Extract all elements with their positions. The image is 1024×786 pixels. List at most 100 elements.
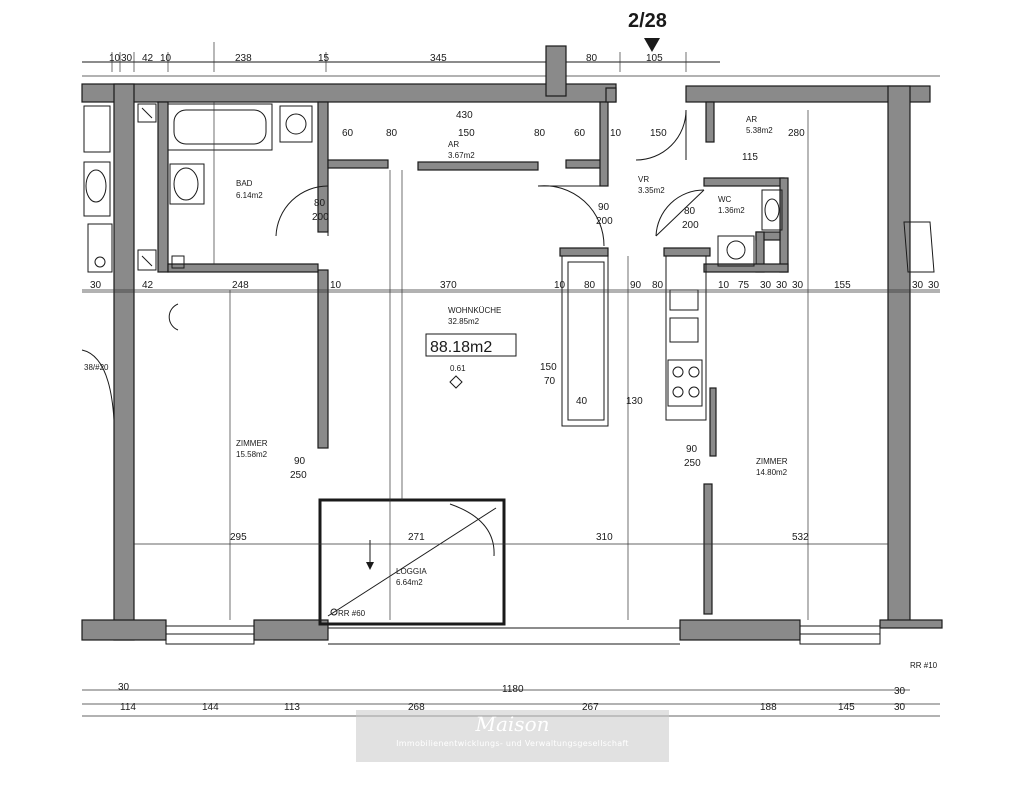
rr-label-left: 38/#20 (84, 363, 109, 372)
dim-bottom-9: 30 (894, 686, 906, 697)
dim-mid-10: 10 (718, 280, 730, 291)
dim-inner: 280 (788, 128, 805, 139)
dim-top-2: 30 (121, 53, 133, 64)
dim-top-7: 345 (430, 53, 447, 64)
dim-mid-17: 30 (928, 280, 940, 291)
dim-inner: 200 (682, 220, 699, 231)
dim-mid-8: 90 (630, 280, 642, 291)
dim-mid-11: 75 (738, 280, 750, 291)
dim-mid-1: 30 (90, 280, 102, 291)
total-area-box: 88.18m2 (425, 333, 517, 357)
watermark-logo: Maison (475, 712, 550, 736)
rr-label-loggia: RR #60 (338, 609, 366, 618)
dim-mid-7: 80 (584, 280, 596, 291)
dim-bottom-8: 145 (838, 702, 855, 713)
dim-inner: 200 (312, 212, 329, 223)
dim-top-3: 42 (142, 53, 154, 64)
dim-inner: 80 (314, 198, 326, 209)
dim-top-8: 80 (586, 53, 598, 64)
room-name-zimmer1: ZIMMER (236, 439, 268, 448)
doors (168, 109, 705, 557)
walls (81, 45, 943, 641)
dim-top-5: 238 (235, 53, 252, 64)
room-area-zimmer1: 15.58m2 (236, 450, 268, 459)
dim-bottom-4: 113 (284, 702, 300, 713)
dimension-labels-inner: 430 60 80 150 80 60 10 150 115 280 80 20… (230, 110, 809, 543)
dim-mid-13: 30 (776, 280, 788, 291)
room-area-ar1: 3.67m2 (448, 151, 475, 160)
dim-bottom-5: 268 (408, 702, 425, 713)
room-name-wc: WC (718, 195, 732, 204)
dim-inner: 150 (540, 362, 557, 373)
room-area-ar2: 5.38m2 (746, 126, 773, 135)
dimension-grid (82, 102, 940, 717)
dim-mid-6: 10 (554, 280, 566, 291)
room-area-vr: 3.35m2 (638, 186, 665, 195)
dim-bottom-1: 30 (118, 682, 130, 693)
dim-top-1: 10 (109, 53, 121, 64)
dim-inner: 250 (684, 458, 701, 469)
dim-inner: 10 (610, 128, 622, 139)
dim-inner: 40 (576, 396, 588, 407)
loggia-outline (318, 498, 680, 645)
dimension-line-top: 10 30 42 10 238 15 345 80 105 (82, 42, 940, 77)
dimension-line-bottom: 1180 30 114 144 113 268 267 188 145 30 3… (118, 682, 906, 713)
room-labels: BAD 6.14m2 AR 3.67m2 AR 5.38m2 VR 3.35m2… (236, 115, 788, 587)
dim-inner: 60 (342, 128, 354, 139)
dim-mid-9: 80 (652, 280, 664, 291)
dim-inner: 90 (294, 456, 306, 467)
dim-mid-3: 248 (232, 280, 249, 291)
watermark-tagline: Immobilienentwicklungs- und Verwaltungsg… (396, 739, 629, 748)
rr-labels: RR #60 RR #10 38/#20 (84, 363, 938, 670)
room-name-bad: BAD (236, 179, 253, 188)
dim-inner: 200 (596, 216, 613, 227)
room-name-wohnkueche: WOHNKÜCHE (448, 306, 501, 315)
dim-inner: 80 (534, 128, 546, 139)
room-area-loggia: 6.64m2 (396, 578, 423, 587)
dim-bottom-2: 114 (120, 702, 136, 713)
dim-inner: 532 (792, 532, 809, 543)
total-area-label: 88.18m2 (430, 339, 492, 356)
room-name-loggia: LOGGIA (396, 567, 427, 576)
dim-bottom-3: 144 (202, 702, 219, 713)
dimension-line-middle: 30 42 248 10 370 10 80 90 80 10 75 30 30… (90, 280, 940, 291)
room-name-vr: VR (638, 175, 649, 184)
dim-inner: 90 (686, 444, 698, 455)
room-area-wc: 1.36m2 (718, 206, 745, 215)
dim-inner: 115 (742, 152, 758, 163)
room-area-zimmer2: 14.80m2 (756, 468, 788, 477)
room-name-ar2: AR (746, 115, 757, 124)
dim-inner: 80 (684, 206, 696, 217)
dim-inner: 70 (544, 376, 556, 387)
dim-bottom-total: 1180 (502, 684, 524, 695)
dim-inner: 130 (626, 396, 643, 407)
dim-inner: 250 (290, 470, 307, 481)
dim-inner: 80 (386, 128, 398, 139)
room-area-wohnkueche: 32.85m2 (448, 317, 480, 326)
bathroom-fixtures (137, 103, 313, 271)
dim-mid-2: 42 (142, 280, 154, 291)
level-marker: 0.61 (449, 364, 466, 389)
dim-inner: 271 (408, 532, 425, 543)
dim-mid-12: 30 (760, 280, 772, 291)
dim-mid-5: 370 (440, 280, 457, 291)
dim-bottom-6: 267 (582, 702, 599, 713)
dim-inner: 150 (650, 128, 667, 139)
room-area-bad: 6.14m2 (236, 191, 263, 200)
room-name-ar1: AR (448, 140, 459, 149)
dim-top-6: 15 (318, 53, 330, 64)
wc-fixtures (717, 189, 783, 267)
dim-mid-15: 155 (834, 280, 851, 291)
rr-label-right: RR #10 (910, 661, 938, 670)
dim-inner: 150 (458, 128, 475, 139)
dim-mid-16: 30 (912, 280, 924, 291)
dim-bottom-10: 30 (894, 702, 906, 713)
watermark: Maison Immobilienentwicklungs- und Verwa… (356, 710, 669, 762)
dim-inner: 90 (598, 202, 610, 213)
section-marker-label: 2/28 (628, 10, 667, 32)
dim-top-4: 10 (160, 53, 172, 64)
dim-mid-14: 30 (792, 280, 804, 291)
neighbour-fixtures (81, 105, 115, 421)
dim-inner: 310 (596, 532, 613, 543)
